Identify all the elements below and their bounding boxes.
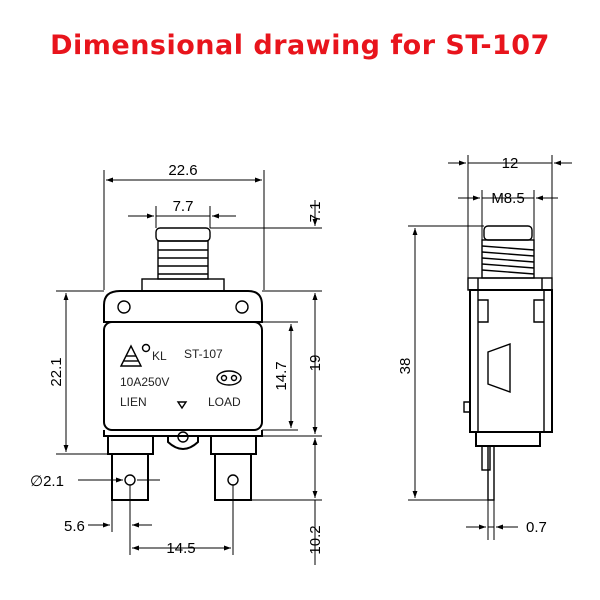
screw-hole xyxy=(177,431,189,443)
body-base xyxy=(103,430,263,437)
dim-body-height: 22.1 xyxy=(48,357,65,386)
dim-thread: M8.5 xyxy=(491,190,524,207)
dim-mount-height: 19 xyxy=(307,355,324,372)
model-label: ST-107 xyxy=(184,347,223,361)
breaker-body xyxy=(103,321,263,431)
drawing-title: Dimensional drawing for ST-107 xyxy=(50,30,550,61)
dim-width: 22.6 xyxy=(168,162,197,179)
dim-side-width: 12 xyxy=(502,155,519,172)
logo-text: KL xyxy=(152,349,167,363)
dim-terminal-offset: 5.6 xyxy=(64,518,85,535)
flange-hole-right xyxy=(235,300,249,314)
dim-button-height: 7.1 xyxy=(307,202,324,223)
push-button xyxy=(141,227,225,292)
dim-terminal-thickness: 0.7 xyxy=(526,519,547,536)
certification-mark-icon xyxy=(216,370,242,386)
dim-hole: ∅2.1 xyxy=(30,473,64,490)
front-dimensions: 22.6 7.7 7.1 22.1 14.7 19 10.2 xyxy=(30,162,324,565)
rating-label: 10A250V xyxy=(120,375,169,389)
flange-hole-left xyxy=(117,300,131,314)
arrow-mark-icon xyxy=(176,401,188,410)
dim-terminal-spacing: 14.5 xyxy=(166,540,195,557)
mounting-flange xyxy=(103,290,263,323)
dim-terminal-length: 10.2 xyxy=(307,525,324,554)
dim-total-height: 38 xyxy=(397,358,414,375)
line-label: LIEN xyxy=(120,395,147,409)
front-view: KL ST-107 10A250V LIEN LOAD xyxy=(103,227,263,501)
screw-boss xyxy=(167,436,199,450)
side-view xyxy=(463,225,553,501)
dim-button: 7.7 xyxy=(173,198,194,215)
logo-icon xyxy=(119,343,151,367)
dim-inner-height: 14.7 xyxy=(273,361,290,390)
side-dimensions: 12 M8.5 38 0.7 xyxy=(397,155,572,540)
load-label: LOAD xyxy=(208,395,241,409)
